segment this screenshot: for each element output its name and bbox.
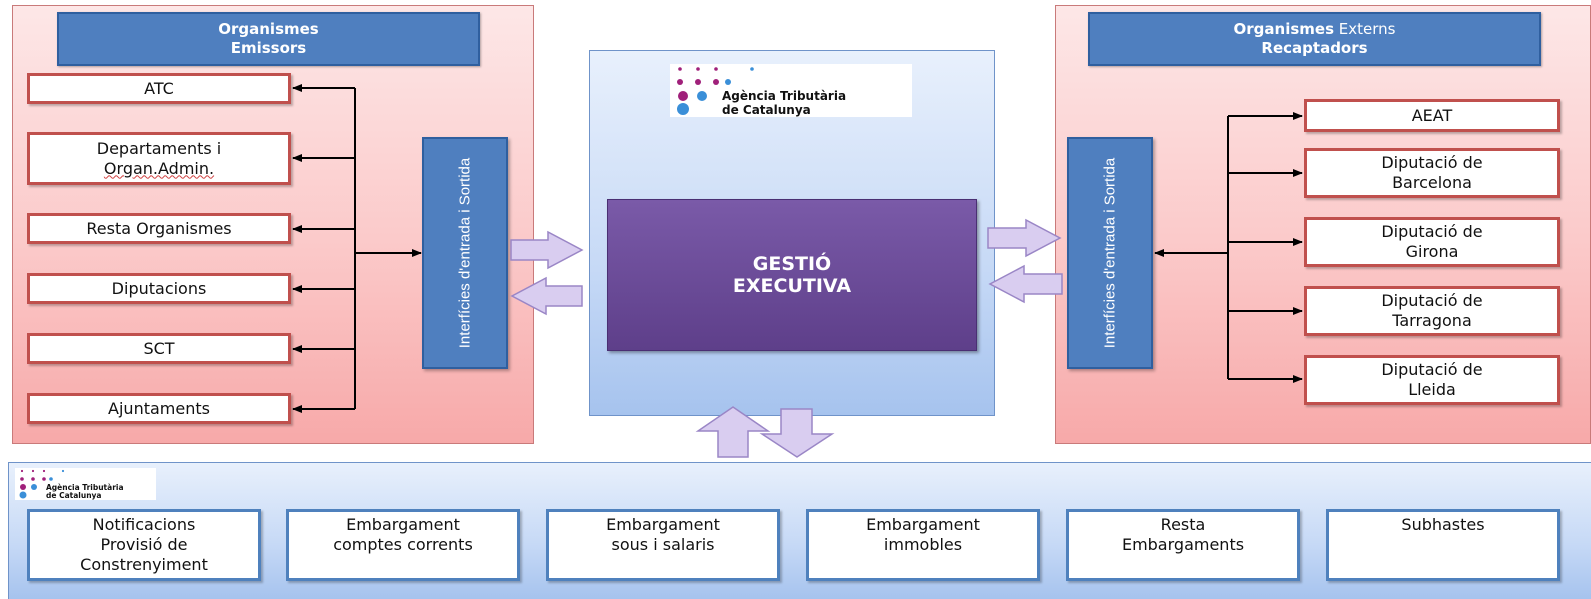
collector-item-girona: Diputació de Girona bbox=[1304, 217, 1560, 267]
collectors-interface: Interfícies d'entrada i Sortida bbox=[1067, 137, 1153, 369]
module-embargament-immobles: Embargament immobles bbox=[806, 509, 1040, 581]
module-notificacions: Notificacions Provisió de Constrenyiment bbox=[27, 509, 261, 581]
emitters-header-line1: Organismes bbox=[218, 20, 319, 38]
arrow-up-icon bbox=[695, 406, 771, 458]
collectors-connector-tree bbox=[1154, 112, 1303, 383]
arrow-down-icon bbox=[759, 408, 835, 458]
emitter-item-diputacions: Diputacions bbox=[27, 273, 291, 304]
collector-item-tarragona: Diputació de Tarragona bbox=[1304, 286, 1560, 336]
collector-item-label: Girona bbox=[1405, 242, 1459, 261]
module-label: Embargament bbox=[866, 515, 980, 534]
emitter-item-sct: SCT bbox=[27, 333, 291, 364]
emitter-item-resta-organismes: Resta Organismes bbox=[27, 213, 291, 244]
module-label: Embargament bbox=[606, 515, 720, 534]
emitter-item-label: Organ.Admin. bbox=[103, 158, 215, 178]
arrow-left-icon bbox=[510, 276, 583, 316]
collectors-header: Organismes Externs Recaptadors bbox=[1088, 12, 1541, 66]
module-label: Embargament bbox=[346, 515, 460, 534]
collectors-header-light: Externs bbox=[1334, 20, 1396, 38]
collectors-header-line1: Organismes Externs bbox=[1090, 20, 1539, 39]
atc-logo-dots-icon bbox=[677, 67, 754, 115]
module-embargament-sous: Embargament sous i salaris bbox=[546, 509, 780, 581]
collector-item-aeat: AEAT bbox=[1304, 99, 1560, 132]
module-label: Constrenyiment bbox=[80, 555, 208, 574]
atc-logo-small-line2: de Catalunya bbox=[46, 491, 102, 500]
module-label: Provisió de bbox=[100, 535, 188, 554]
module-label: Resta bbox=[1160, 515, 1206, 534]
collector-item-label: Lleida bbox=[1408, 380, 1456, 399]
emitter-item-label: Departaments i bbox=[96, 138, 222, 158]
emitter-item-ajuntaments: Ajuntaments bbox=[27, 393, 291, 424]
emitter-item-atc: ATC bbox=[27, 73, 291, 104]
emitters-header-line2: Emissors bbox=[230, 39, 307, 57]
collector-item-label: Diputació de bbox=[1381, 291, 1483, 310]
module-label: sous i salaris bbox=[611, 535, 715, 554]
collectors-header-bold: Organismes bbox=[1233, 20, 1335, 38]
collector-item-label: AEAT bbox=[1411, 105, 1453, 125]
collector-item-label: Barcelona bbox=[1392, 173, 1472, 192]
collector-item-label: Diputació de bbox=[1381, 153, 1483, 172]
emitter-item-label: SCT bbox=[143, 338, 175, 358]
arrow-left-icon bbox=[988, 264, 1063, 304]
atc-logo-line2: de Catalunya bbox=[722, 103, 811, 117]
process-line2: EXECUTIVA bbox=[732, 275, 852, 297]
module-label: Notificacions bbox=[92, 515, 196, 534]
atc-logo-line1: Agència Tributària bbox=[722, 89, 847, 103]
module-label: Embargaments bbox=[1121, 535, 1245, 554]
module-resta-embargaments: Resta Embargaments bbox=[1066, 509, 1300, 581]
emitter-item-label: Ajuntaments bbox=[108, 398, 210, 418]
emitter-item-departaments: Departaments i Organ.Admin. bbox=[27, 132, 291, 185]
atc-logo: Agència Tributària de Catalunya bbox=[670, 64, 912, 117]
module-label: immobles bbox=[883, 535, 963, 554]
gestio-executiva-process: GESTIÓ EXECUTIVA bbox=[607, 199, 977, 351]
collector-item-label: Diputació de bbox=[1381, 222, 1483, 241]
process-line1: GESTIÓ bbox=[752, 253, 832, 275]
collector-item-label: Tarragona bbox=[1392, 311, 1472, 330]
atc-logo-small: Agència Tributària de Catalunya bbox=[15, 468, 156, 500]
atc-logo-small-line1: Agència Tributària bbox=[46, 483, 124, 492]
emitter-item-label: Resta Organismes bbox=[86, 218, 232, 238]
emitter-item-label: Diputacions bbox=[111, 278, 207, 298]
collector-item-label: Diputació de bbox=[1381, 360, 1483, 379]
module-subhastes: Subhastes bbox=[1326, 509, 1560, 581]
emitters-connector-tree bbox=[292, 84, 422, 413]
module-label: comptes corrents bbox=[333, 535, 473, 554]
collector-item-barcelona: Diputació de Barcelona bbox=[1304, 148, 1560, 198]
emitters-interface: Interfícies d'entrada i Sortida bbox=[422, 137, 508, 369]
atc-logo-small-dots-icon bbox=[19, 469, 65, 499]
module-label: Subhastes bbox=[1401, 515, 1485, 534]
collectors-header-line2: Recaptadors bbox=[1261, 39, 1368, 57]
module-embargament-comptes: Embargament comptes corrents bbox=[286, 509, 520, 581]
collector-item-lleida: Diputació de Lleida bbox=[1304, 355, 1560, 405]
emitters-header: Organismes Emissors bbox=[57, 12, 480, 66]
arrow-right-icon bbox=[510, 230, 584, 270]
emitter-item-label: ATC bbox=[144, 78, 174, 98]
arrow-right-icon bbox=[987, 218, 1062, 258]
